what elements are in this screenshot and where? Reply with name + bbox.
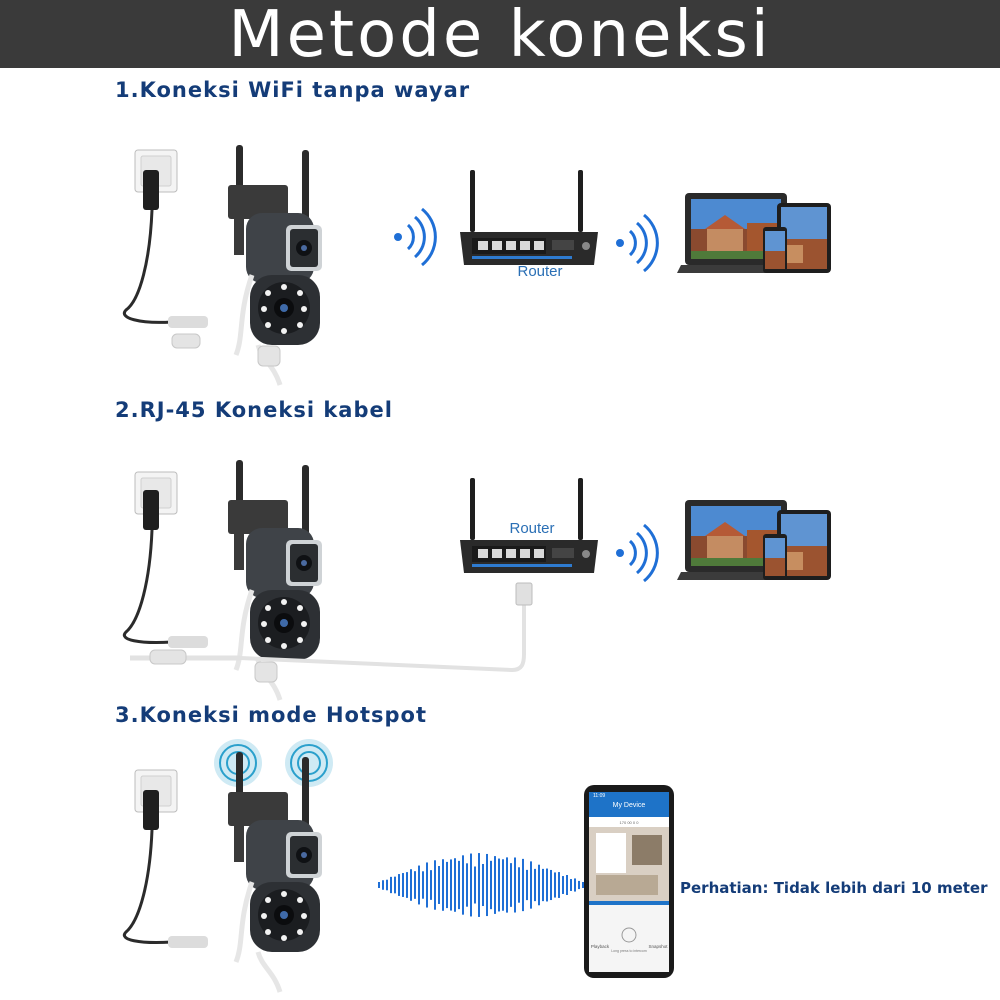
s2-router-label: Router <box>509 520 554 537</box>
sound-wave-bar <box>422 871 424 899</box>
section-3-title: 3.Koneksi mode Hotspot <box>115 703 428 727</box>
sound-wave-bar <box>522 858 524 912</box>
s3-phone <box>584 785 674 978</box>
sound-wave-bar <box>382 880 384 890</box>
page-title: Metode koneksi <box>228 0 772 72</box>
s2-power-adapter <box>122 490 208 648</box>
s3-camera <box>228 752 322 992</box>
sound-wave-bar <box>442 859 444 911</box>
sound-wave-bar <box>458 860 460 910</box>
sound-wave-bar <box>390 876 392 894</box>
sound-wave-bar <box>470 853 472 917</box>
s1-wifi-signal-icon <box>392 207 437 267</box>
sound-wave-bar <box>582 882 584 888</box>
sound-wave-bar <box>386 879 388 891</box>
sound-wave-bar <box>530 861 532 909</box>
s3-sound-wave-icon <box>378 853 584 917</box>
sound-wave-bar <box>434 860 436 910</box>
sound-wave-bar <box>534 868 536 902</box>
sound-wave-bar <box>558 872 560 898</box>
phone-snapshot-button: Snapshot <box>648 944 668 949</box>
sound-wave-bar <box>462 855 464 915</box>
phone-intercom-hint: Long press to intercom <box>611 949 647 953</box>
s1-power-adapter <box>122 170 208 328</box>
sound-wave-bar <box>562 876 564 894</box>
sound-wave-bar <box>550 869 552 901</box>
sound-wave-bar <box>410 869 412 901</box>
sound-wave-bar <box>486 853 488 917</box>
s1-router-label: Router <box>517 263 562 280</box>
sound-wave-bar <box>478 853 480 917</box>
phone-header-title: My Device <box>613 802 646 809</box>
sound-wave-bar <box>482 863 484 907</box>
sound-wave-bar <box>494 856 496 914</box>
sound-wave-bar <box>490 860 492 910</box>
sound-wave-bar <box>538 864 540 906</box>
s2-wifi-signal-icon <box>614 523 659 583</box>
s1-laptop-devices <box>677 193 831 273</box>
sound-wave-bar <box>406 872 408 898</box>
sound-wave-bar <box>510 863 512 907</box>
sound-wave-bar <box>578 880 580 890</box>
sound-wave-bar <box>518 867 520 903</box>
sound-wave-bar <box>570 879 572 891</box>
s2-ethernet-cable <box>130 582 533 683</box>
section-2-title: 2.RJ-45 Koneksi kabel <box>115 398 393 422</box>
sound-wave-bar <box>574 878 576 892</box>
s1-router <box>460 170 598 265</box>
hotspot-distance-note: Perhatian: Tidak lebih dari 10 meter <box>680 879 988 897</box>
sound-wave-bar <box>506 857 508 913</box>
sound-wave-bar <box>430 870 432 900</box>
sound-wave-bar <box>450 859 452 911</box>
phone-status-time: 11:09 <box>593 793 605 799</box>
sound-wave-bar <box>526 869 528 901</box>
sound-wave-bar <box>418 865 420 905</box>
sound-wave-bar <box>474 866 476 904</box>
s1-cable-connectors <box>171 333 281 367</box>
sound-wave-bar <box>498 858 500 912</box>
sound-wave-bar <box>378 882 380 888</box>
phone-playback-button: Playback <box>591 944 610 949</box>
sound-wave-bar <box>514 857 516 913</box>
phone-device-id: 170 00 0 0 <box>620 820 640 825</box>
sound-wave-bar <box>454 858 456 912</box>
sound-wave-bar <box>394 876 396 894</box>
title-banner <box>0 0 1000 68</box>
sound-wave-bar <box>426 862 428 908</box>
sound-wave-bar <box>502 859 504 911</box>
sound-wave-bar <box>542 868 544 902</box>
sound-wave-bar <box>546 868 548 902</box>
sound-wave-bar <box>438 866 440 904</box>
s2-laptop-devices <box>677 500 831 580</box>
sound-wave-bar <box>554 872 556 898</box>
s3-power-adapter <box>122 790 208 948</box>
sound-wave-bar <box>414 871 416 899</box>
sound-wave-bar <box>466 863 468 907</box>
sound-wave-bar <box>446 861 448 909</box>
section-1-title: 1.Koneksi WiFi tanpa wayar <box>115 78 471 102</box>
sound-wave-bar <box>566 875 568 895</box>
sound-wave-bar <box>398 874 400 896</box>
s1-wifi-signal-icon-2 <box>614 213 659 273</box>
sound-wave-bar <box>402 873 404 897</box>
